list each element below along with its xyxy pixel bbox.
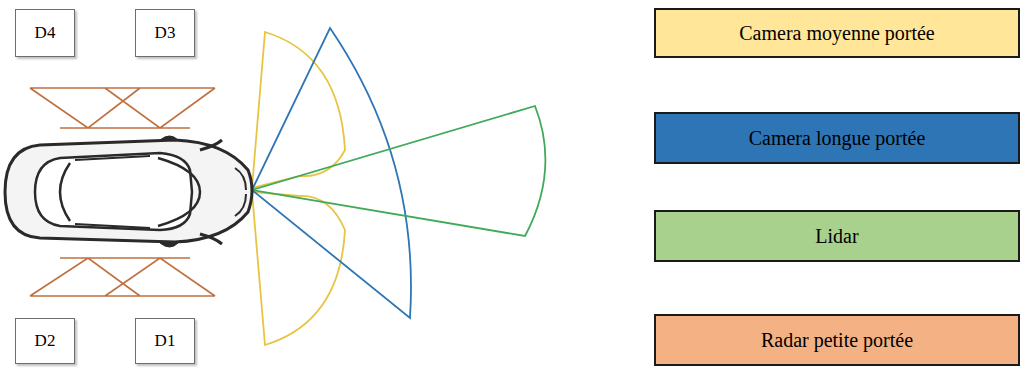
car-body bbox=[5, 136, 252, 247]
detector-box: D1 bbox=[135, 318, 195, 364]
detector-box: D2 bbox=[15, 318, 75, 364]
detector-label: D2 bbox=[35, 331, 56, 351]
legend-label: Radar petite portée bbox=[761, 329, 913, 352]
legend-label: Lidar bbox=[815, 225, 858, 248]
legend-label: Camera moyenne portée bbox=[739, 22, 934, 45]
medium-camera-field bbox=[252, 32, 345, 188]
detector-label: D3 bbox=[155, 23, 176, 43]
legend-swatch: Radar petite portée bbox=[654, 314, 1020, 366]
radar-field bbox=[30, 88, 215, 128]
legend-swatch: Camera moyenne portée bbox=[654, 8, 1020, 58]
radar-field bbox=[30, 258, 215, 296]
long-camera-field bbox=[252, 28, 411, 318]
legend-swatch: Camera longue portée bbox=[654, 112, 1020, 164]
detector-label: D1 bbox=[155, 331, 176, 351]
detector-box: D4 bbox=[15, 9, 75, 57]
legend-swatch: Lidar bbox=[654, 210, 1020, 262]
detector-label: D4 bbox=[35, 23, 56, 43]
legend-label: Camera longue portée bbox=[749, 127, 926, 150]
lidar-field bbox=[252, 106, 545, 236]
detector-box: D3 bbox=[135, 9, 195, 57]
medium-camera-field bbox=[252, 192, 345, 345]
